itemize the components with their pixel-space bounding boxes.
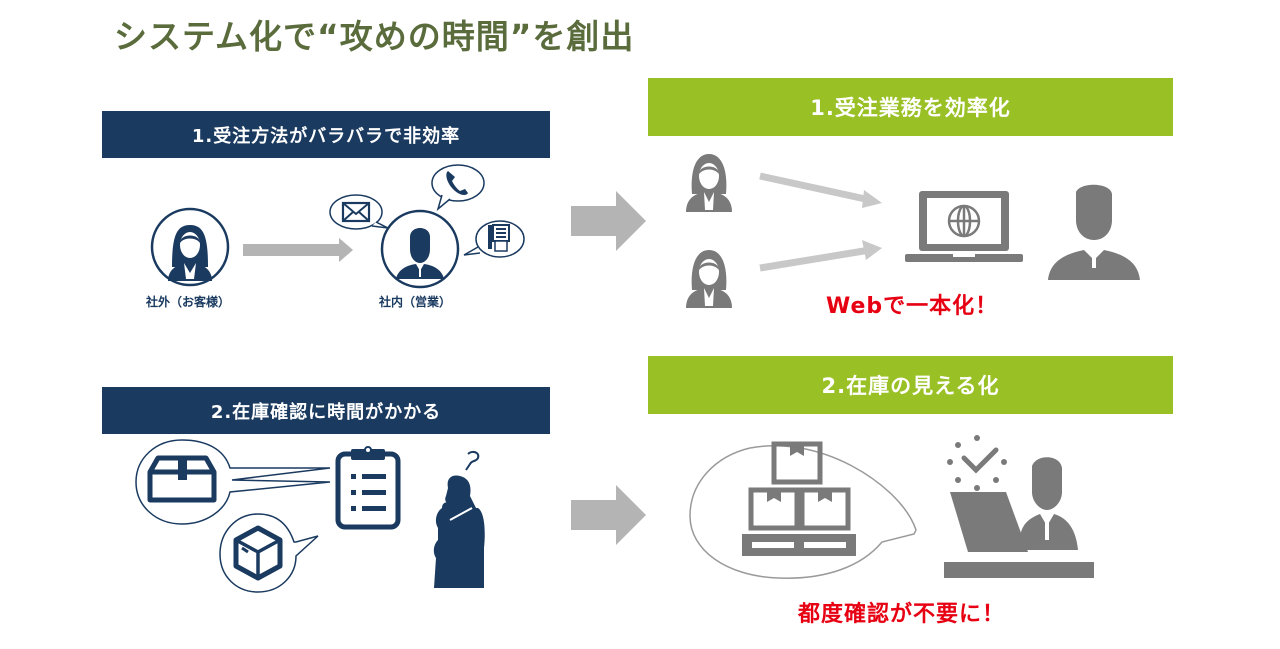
arrow-right-icon [243, 238, 353, 262]
problem-2-header-text: 2.在庫確認に時間がかかる [210, 401, 442, 423]
businessman-icon [1048, 184, 1140, 280]
arrow-to-laptop-top [759, 172, 882, 208]
thinking-person-icon [433, 450, 485, 588]
solution-2-header: 2.在庫の見える化 [648, 356, 1173, 414]
laptop-globe-icon [905, 191, 1023, 262]
clock-check-icon [947, 435, 1007, 491]
arrow-to-laptop-bottom [759, 240, 882, 272]
problem-2-header: 2.在庫確認に時間がかかる [102, 387, 550, 434]
package-bubble-icon [219, 513, 319, 593]
problem-1-header-text: 1.受注方法がバラバラで非効率 [191, 125, 461, 147]
fax-bubble-icon [463, 220, 525, 258]
problem-1-header: 1.受注方法がバラバラで非効率 [102, 111, 550, 158]
phone-bubble-icon [431, 164, 485, 212]
desk-worker-icon [944, 457, 1094, 578]
customer-woman-icon [150, 207, 230, 287]
customer-label: 社外（お客様） [146, 295, 231, 309]
woman-icon [686, 154, 732, 212]
pallet-boxes-bubble-icon [689, 441, 917, 579]
page-title: システム化で“攻めの時間”を創出 [114, 17, 635, 56]
solution-1-highlight: Webで一本化！ [826, 294, 999, 319]
transition-arrow-2 [571, 485, 646, 545]
clipboard-icon [335, 446, 401, 530]
solution-1-header-text: 1.受注業務を効率化 [810, 96, 1011, 120]
box-bubble-icon [135, 439, 331, 525]
sales-label: 社内（営業） [379, 295, 452, 309]
solution-2-header-text: 2.在庫の見える化 [821, 374, 1000, 398]
solution-1-header: 1.受注業務を効率化 [648, 78, 1173, 136]
woman-icon [686, 250, 732, 308]
mail-bubble-icon [329, 194, 389, 230]
solution-2-highlight: 都度確認が不要に！ [798, 602, 1006, 627]
transition-arrow-1 [571, 191, 646, 251]
sales-man-icon [380, 209, 460, 289]
